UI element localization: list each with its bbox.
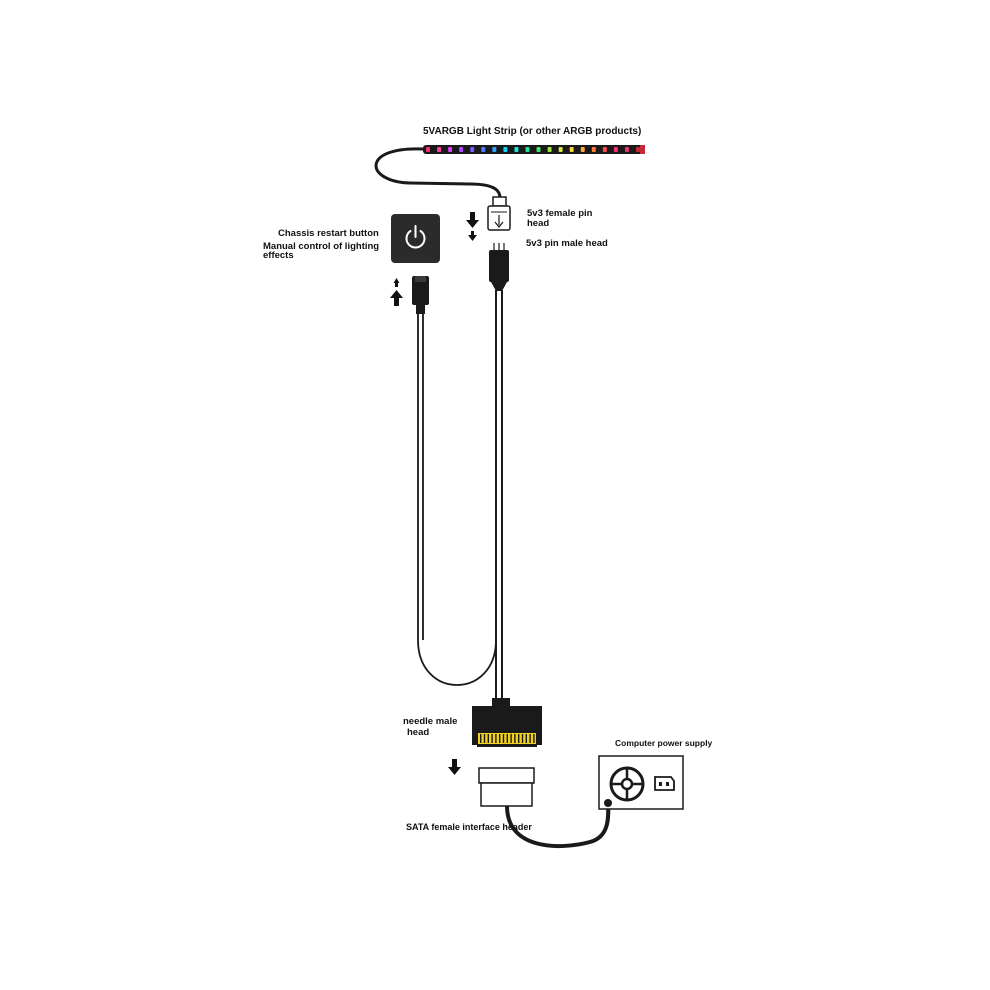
needle-male-label-line1: needle male — [403, 716, 458, 727]
strip-led — [448, 147, 453, 152]
sata-pin — [502, 734, 505, 743]
strip-led — [636, 147, 640, 152]
strip-led — [437, 147, 442, 152]
sata-pin — [529, 734, 531, 743]
strip-led — [602, 147, 607, 152]
strip-led — [558, 147, 563, 152]
sata-pins — [478, 733, 536, 744]
sata-pin — [510, 734, 512, 743]
chassis-button-label: Chassis restart button — [278, 228, 379, 239]
sata-male-connector — [472, 698, 542, 747]
strip-led — [492, 147, 497, 152]
fan-icon — [609, 766, 645, 802]
strip-led — [613, 147, 618, 152]
down-arrows-icon — [466, 212, 479, 241]
male-head-cable — [495, 290, 503, 700]
needle-male-label-line2: head — [407, 727, 430, 738]
strip-led — [591, 147, 596, 152]
manual-control-label-line2: effects — [263, 250, 294, 261]
sata-pin — [499, 734, 501, 743]
strip-label: 5VARGB Light Strip (or other ARGB produc… — [423, 126, 642, 137]
argb-light-strip — [423, 145, 645, 154]
male-pin-connector — [489, 243, 509, 291]
sata-pin — [521, 734, 524, 743]
strip-led — [624, 147, 629, 152]
strip-led — [580, 147, 585, 152]
sata-pin — [525, 734, 527, 743]
button-connector — [412, 276, 429, 314]
strip-led — [547, 147, 552, 152]
female-pin-header — [487, 196, 511, 231]
sata-pin — [495, 734, 497, 743]
strip-led — [503, 147, 508, 152]
sata-female-header — [478, 767, 535, 807]
up-arrows-icon — [390, 278, 403, 306]
sata-pin — [487, 734, 489, 743]
female-pin-label-line1: 5v3 female pin — [527, 208, 593, 219]
computer-power-supply — [598, 755, 684, 810]
sata-pin — [514, 734, 516, 743]
sata-pin — [480, 734, 482, 743]
manual-control-label-line1: Manual control of lighting — [263, 241, 380, 252]
strip-led — [481, 147, 486, 152]
sata-pin — [483, 734, 486, 743]
strip-led — [514, 147, 519, 152]
female-pin-label-line2: head — [527, 218, 550, 229]
male-pin-label: 5v3 pin male head — [526, 238, 608, 249]
sata-pin — [506, 734, 508, 743]
sata-pin — [491, 734, 493, 743]
strip-led — [569, 147, 574, 152]
strip-leds — [426, 147, 640, 152]
strip-cable — [374, 147, 502, 199]
sata-pin — [518, 734, 520, 743]
chassis-restart-button — [391, 214, 440, 263]
strip-led — [536, 147, 541, 152]
sata-pin — [533, 734, 535, 743]
power-icon — [405, 225, 426, 249]
strip-led — [426, 147, 430, 152]
strip-led — [470, 147, 475, 152]
psu-cable — [505, 797, 611, 848]
power-supply-label: Computer power supply — [615, 738, 713, 748]
strip-led — [459, 147, 464, 152]
button-cable — [417, 313, 497, 686]
strip-led — [525, 147, 530, 152]
power-socket-icon — [654, 776, 675, 791]
sata-female-label: SATA female interface header — [406, 822, 532, 832]
down-arrow-icon — [448, 759, 461, 775]
